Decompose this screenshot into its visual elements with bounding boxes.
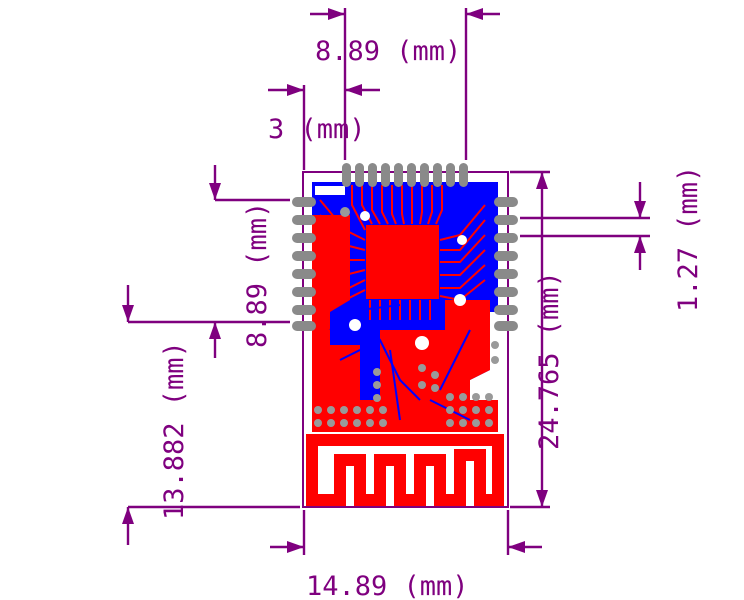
meander-antenna [306,434,504,506]
dim-left-pin-span: 8.89 (mm) [209,165,290,358]
dim-top-width: 8.89 (mm) [310,8,500,160]
copper-pour-bottom [312,400,498,432]
pcb-board [292,163,518,508]
dim-right-height-label: 24.765 (mm) [534,271,565,450]
dim-bottom-width-label: 14.89 (mm) [306,571,469,600]
copper-pour-lower-left [312,345,360,400]
dim-top-offset-label: 3 (mm) [268,114,366,145]
corner-clearance [315,186,345,195]
dim-right-height: 24.765 (mm) [510,170,565,509]
vias [314,207,499,427]
dimension-annotations: 8.89 (mm) 3 (mm) 8.89 (mm) [122,8,704,600]
dim-top-offset: 3 (mm) [268,84,380,170]
dim-left-pin-span-label: 8.89 (mm) [242,202,273,348]
ic-chip [364,223,441,301]
copper-pour-right [445,300,490,400]
dim-left-lower-offset-label: 13.882 (mm) [159,341,190,520]
copper-pour-center [380,330,445,400]
right-pads [494,197,518,331]
dim-top-width-label: 8.89 (mm) [315,36,461,67]
dim-left-lower-offset: 13.882 (mm) [122,285,300,545]
dim-right-pitch-label: 1.27 (mm) [673,166,704,312]
dim-bottom-width: 14.89 (mm) [270,510,542,600]
traces [319,185,486,320]
top-pads [342,163,468,187]
left-pads [292,197,316,331]
